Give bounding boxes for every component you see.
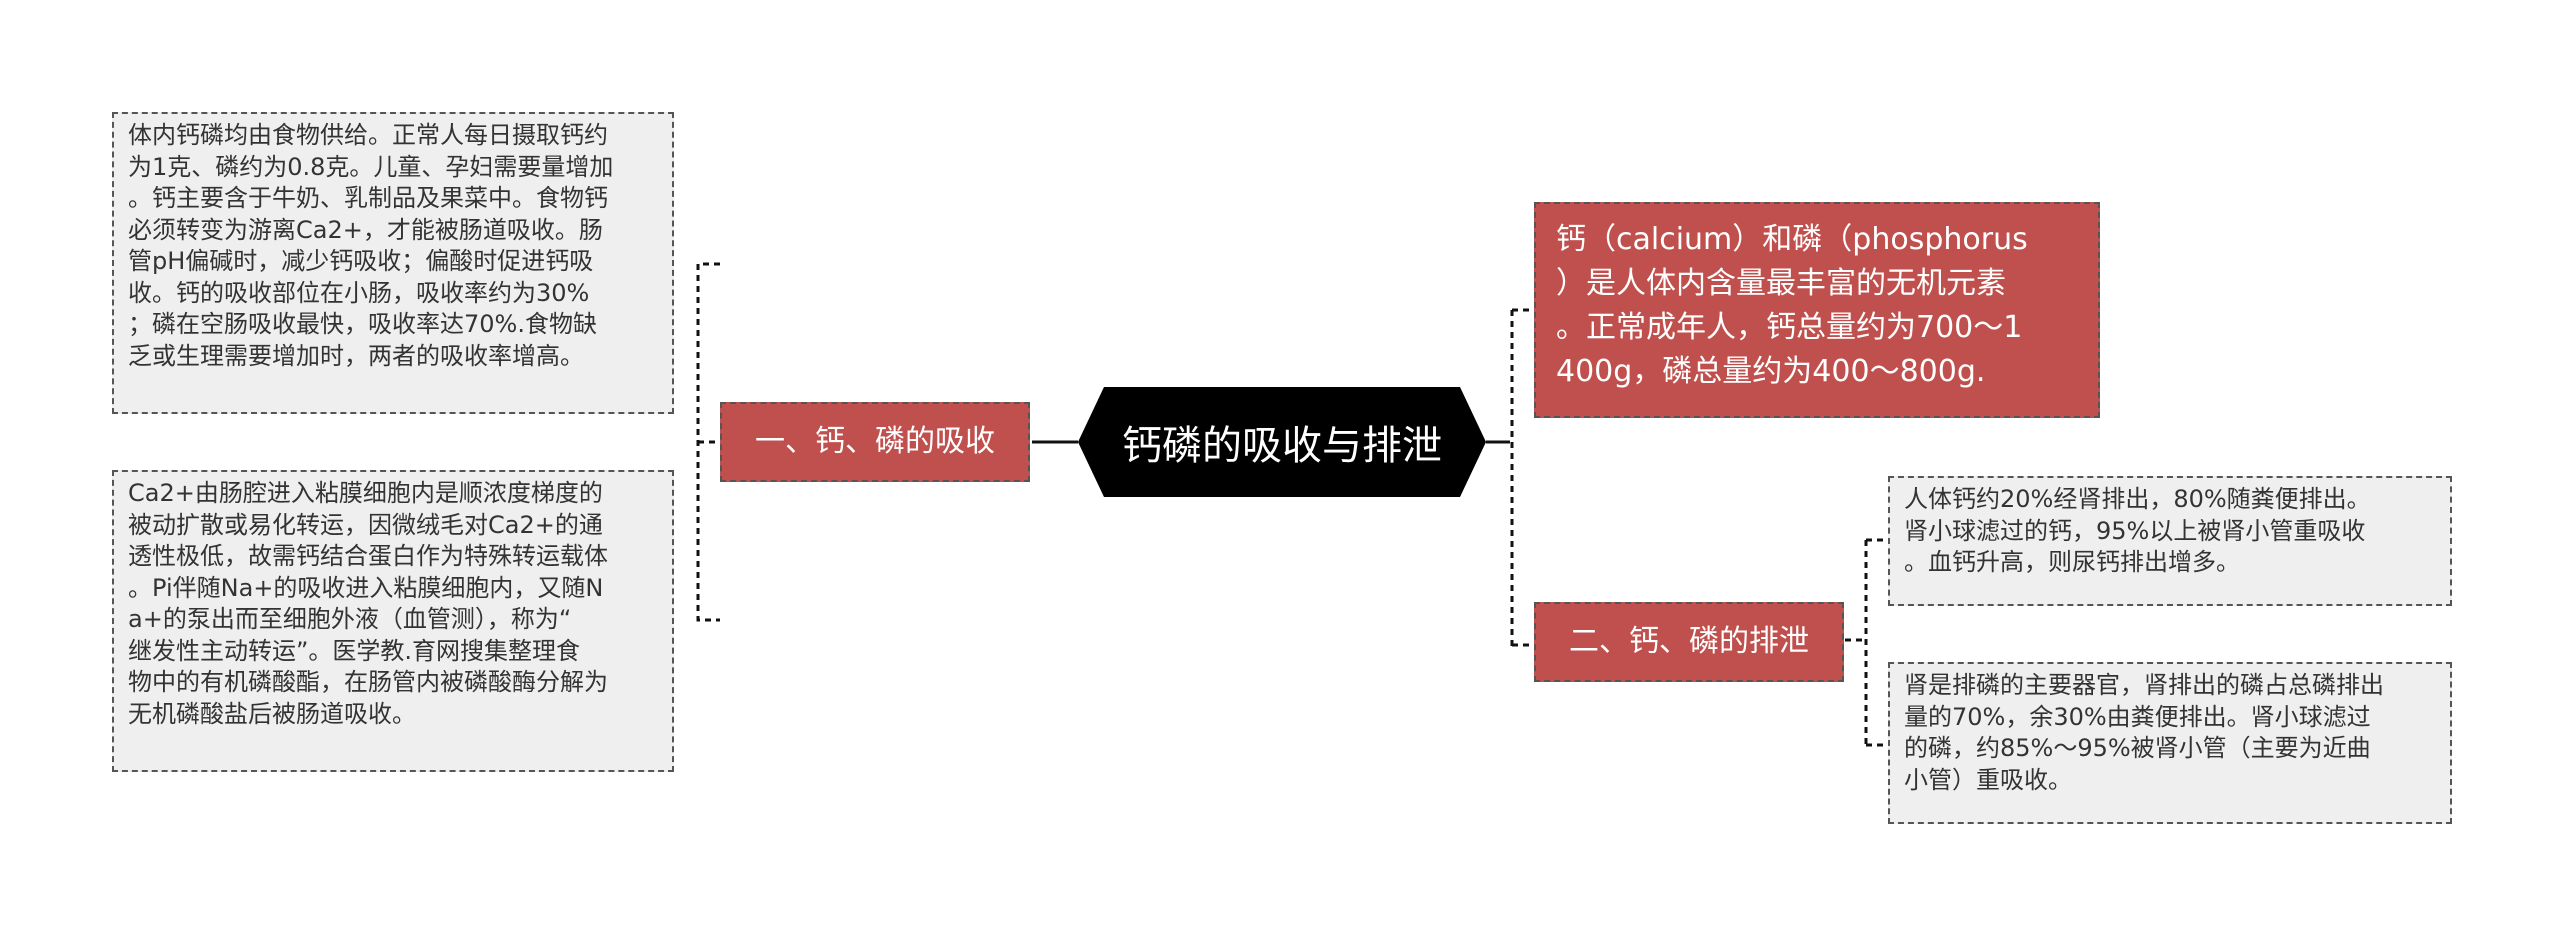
central-topic-label: 钙磷的吸收与排泄 bbox=[1122, 423, 1442, 469]
central-topic[interactable]: 钙磷的吸收与排泄 bbox=[1078, 387, 1486, 497]
branch-excretion[interactable]: 二、钙、磷的排泄 bbox=[1534, 602, 1844, 682]
absorption-detail-2[interactable]: Ca2+由肠腔进入粘膜细胞内是顺浓度梯度的 被动扩散或易化转运，因微绒毛对Ca2… bbox=[112, 470, 674, 772]
excretion-detail-2[interactable]: 肾是排磷的主要器官，肾排出的磷占总磷排出 量的70%，余30%由粪便排出。肾小球… bbox=[1888, 662, 2452, 824]
central-hexagon-shape bbox=[1078, 387, 1486, 497]
intro-note[interactable]: 钙（calcium）和磷（phosphorus ）是人体内含量最丰富的无机元素 … bbox=[1534, 202, 2100, 418]
branch-absorption[interactable]: 一、钙、磷的吸收 bbox=[720, 402, 1030, 482]
excretion-detail-1[interactable]: 人体钙约20%经肾排出，80%随粪便排出。 肾小球滤过的钙，95%以上被肾小管重… bbox=[1888, 476, 2452, 606]
absorption-detail-1[interactable]: 体内钙磷均由食物供给。正常人每日摄取钙约 为1克、磷约为0.8克。儿童、孕妇需要… bbox=[112, 112, 674, 414]
